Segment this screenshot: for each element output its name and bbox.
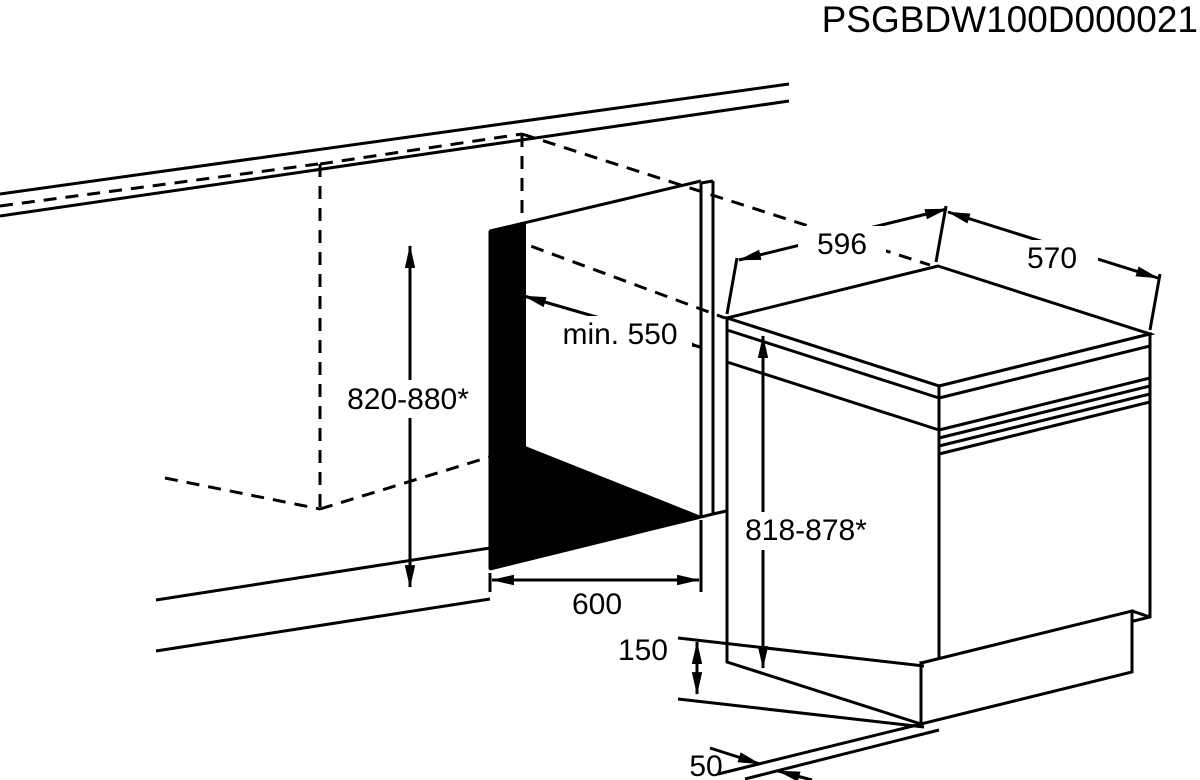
door-grille-lines — [938, 384, 1151, 456]
dimension-plinth-height: 150 — [618, 634, 925, 729]
dimension-appliance-height: 818-878* — [730, 335, 882, 669]
dimension-niche-height: 820-880* — [332, 245, 484, 588]
dimension-appliance-width: 596 — [725, 205, 948, 315]
appliance-height-label: 818-878* — [745, 514, 867, 547]
plinth-height-label: 150 — [618, 634, 668, 667]
dimension-niche-width: 600 — [488, 520, 703, 621]
cabinet-bottom-lines — [155, 546, 491, 653]
worktop-lines — [0, 82, 790, 218]
appliance-depth-label: 570 — [1027, 242, 1077, 275]
niche-depth-label: min. 550 — [562, 318, 677, 351]
dishwasher-body — [721, 264, 1156, 727]
niche-height-label: 820-880* — [347, 383, 469, 416]
niche-width-label: 600 — [572, 588, 622, 621]
plinth-recess-label: 50 — [689, 750, 722, 780]
dimension-appliance-depth: 570 — [947, 210, 1162, 331]
dimension-niche-depth: min. 550 — [523, 294, 701, 352]
appliance-width-label: 596 — [817, 228, 867, 261]
dishwasher-plinth — [919, 609, 1134, 726]
dimension-plinth-recess: 50 — [689, 722, 940, 780]
drawing-code: PSGBDW100D000021 — [822, 0, 1198, 40]
niche-opening — [488, 179, 732, 571]
